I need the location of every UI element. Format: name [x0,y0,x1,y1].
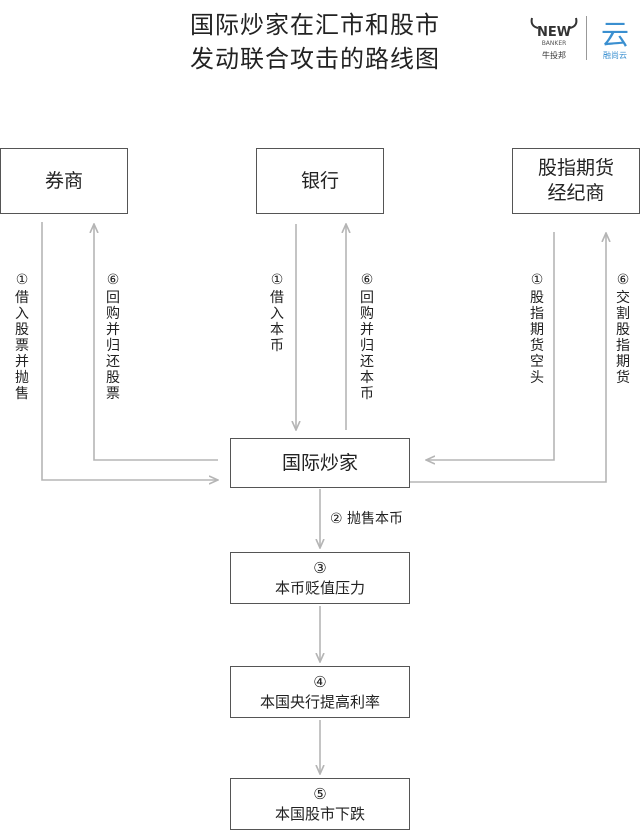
bank-box: 银行 [256,148,384,214]
broker-label: 券商 [44,169,83,192]
label-char: 头 [530,370,544,386]
step5-number: ⑤ [313,785,327,803]
logo-new-sub: BANKER [542,40,567,47]
title-line-1: 国际炒家在汇市和股市 [190,11,440,39]
label-borrow-stocks-and-sell: ① 借 入 股 票 并 抛 售 [13,272,31,402]
label-buyback-return-currency: ⑥ 回 购 并 归 还 本 币 [358,272,376,402]
label-char: 股 [15,322,29,338]
label-char: 还 [360,354,374,370]
label-char: 入 [15,306,29,322]
label-index-futures-short: ① 股 指 期 货 空 头 [528,272,546,386]
step5-box: ⑤ 本国股市下跌 [230,778,410,830]
step3-number: ③ [313,559,327,577]
label-char: 币 [360,386,374,402]
speculator-box: 国际炒家 [230,438,410,488]
logo-divider [586,16,587,60]
arrow-speculator-to-futures [410,233,606,483]
rongshangyun-logo: 云 融尚云 [592,12,638,64]
label-char: 股 [106,370,120,386]
label-char: 货 [530,338,544,354]
label-char: 货 [616,370,630,386]
label-char: 票 [15,338,29,354]
label-char: 回 [106,290,120,306]
label-number: ① [530,272,544,288]
logo-new-mark: NEW [537,25,571,40]
diagram-title: 国际炒家在汇市和股市 发动联合攻击的路线图 [150,8,480,76]
label-number: ⑥ [360,272,374,288]
step3-label: 本币贬值压力 [274,579,365,597]
label-char: 期 [616,354,630,370]
label-char: 割 [616,306,630,322]
niutoubang-logo: NEW BANKER 牛投邦 [528,14,580,64]
label-char: 借 [270,290,284,306]
sell-number: ② [330,511,343,527]
label-char: 购 [106,306,120,322]
label-borrow-local-currency: ① 借 入 本 币 [268,272,286,354]
label-deliver-index-futures: ⑥ 交 割 股 指 期 货 [614,272,632,386]
futures-broker-box: 股指期货 经纪商 [512,148,640,214]
label-char: 本 [360,370,374,386]
label-buyback-return-stocks: ⑥ 回 购 并 归 还 股 票 [104,272,122,402]
label-char: 售 [15,386,29,402]
label-char: 入 [270,306,284,322]
arrow-speculator-to-broker [94,224,218,461]
label-char: 购 [360,306,374,322]
label-char: 空 [530,354,544,370]
label-number: ⑥ [106,272,120,288]
label-number: ① [270,272,284,288]
label-char: 股 [616,322,630,338]
speculator-label: 国际炒家 [281,451,358,474]
step5-label: 本国股市下跌 [274,805,365,823]
futures-label-line-2: 经纪商 [547,182,605,204]
sell-text: 抛售本币 [347,511,404,527]
label-char: 并 [15,354,29,370]
label-number: ⑥ [616,272,630,288]
label-char: 期 [530,322,544,338]
arrow-broker-to-speculator [41,222,218,480]
step4-box: ④ 本国央行提高利率 [230,666,410,718]
label-number: ① [15,272,29,288]
logo-new-caption: 牛投邦 [542,50,566,60]
step4-number: ④ [313,673,327,691]
label-char: 并 [106,322,120,338]
label-char: 币 [270,338,284,354]
label-char: 回 [360,290,374,306]
label-char: 股 [530,290,544,306]
step3-box: ③ 本币贬值压力 [230,552,410,604]
label-char: 借 [15,290,29,306]
label-char: 归 [106,338,120,354]
label-char: 票 [106,386,120,402]
label-char: 本 [270,322,284,338]
broker-box: 券商 [0,148,128,214]
label-char: 还 [106,354,120,370]
label-sell-local-currency: ② 抛售本币 [330,510,403,528]
label-char: 抛 [15,370,29,386]
futures-label-line-1: 股指期货 [537,157,614,179]
title-line-2: 发动联合攻击的路线图 [190,45,440,73]
label-char: 指 [530,306,544,322]
bank-label: 银行 [300,169,339,192]
logo-yun-mark: 云 [601,18,629,51]
label-char: 指 [616,338,630,354]
label-char: 交 [616,290,630,306]
step4-label: 本国央行提高利率 [259,693,380,711]
arrow-futures-to-speculator [426,232,555,460]
label-char: 归 [360,338,374,354]
logo-yun-caption: 融尚云 [603,50,627,60]
label-char: 并 [360,322,374,338]
